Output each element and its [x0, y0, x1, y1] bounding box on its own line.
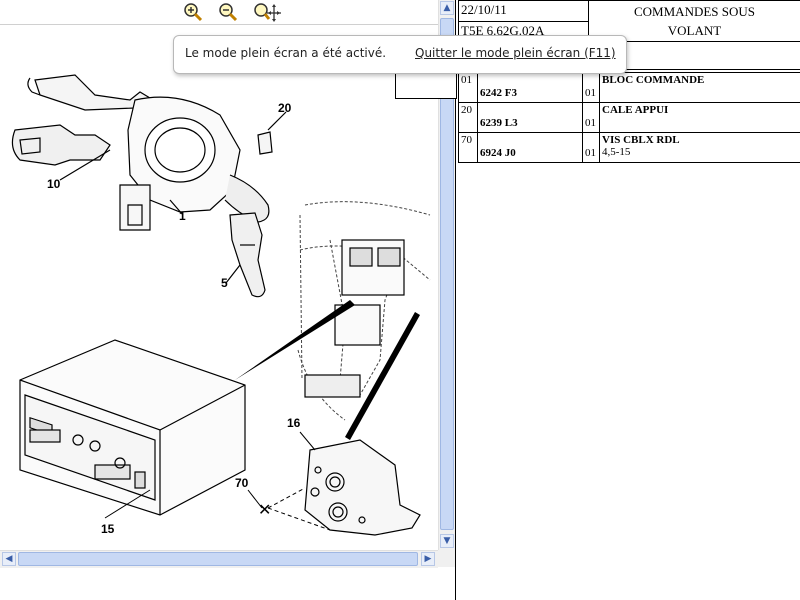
drawing-pane: ✕ 20 10 1 5 16 70 15 ▲ ▼ ◀ ▶: [0, 0, 455, 568]
table-row[interactable]: 01 6242 F3 01 BLOC COMMANDE: [458, 72, 800, 103]
callout-70: 70: [235, 476, 249, 490]
horizontal-scrollbar[interactable]: ◀ ▶: [0, 550, 438, 568]
vertical-scroll-thumb[interactable]: [440, 18, 454, 530]
table-row[interactable]: 70 6924 J0 01 VIS CBLX RDL 4,5-15: [458, 132, 800, 163]
vertical-scrollbar[interactable]: ▲ ▼: [438, 0, 455, 550]
scroll-down-arrow-icon[interactable]: ▼: [440, 534, 454, 548]
drawing-toolbar: [0, 0, 438, 25]
header-date: 22/10/11: [458, 0, 589, 22]
callout-15: 15: [101, 522, 115, 536]
exit-fullscreen-link[interactable]: Quitter le mode plein écran (F11): [415, 46, 616, 60]
callout-20: 20: [278, 101, 292, 115]
part-detail: 4,5-15: [602, 146, 631, 158]
part-reference: 6924 J0: [477, 132, 583, 163]
scroll-corner: [438, 550, 455, 567]
fullscreen-notification: Le mode plein écran a été activé. Quitte…: [173, 35, 627, 74]
fullscreen-message: Le mode plein écran a été activé.: [185, 46, 387, 60]
zoom-out-icon[interactable]: [218, 2, 238, 22]
table-row[interactable]: 20 6239 L3 01 CALE APPUI: [458, 102, 800, 133]
horizontal-scroll-thumb[interactable]: [18, 552, 418, 566]
title-line-1: COMMANDES SOUS: [634, 4, 755, 19]
zoom-pan-icon[interactable]: [253, 2, 281, 22]
title-line-2: VOLANT: [667, 23, 722, 38]
part-name: VIS CBLX RDL: [602, 134, 680, 146]
part-name: CALE APPUI: [599, 102, 800, 133]
zoom-in-icon[interactable]: [183, 2, 203, 22]
svg-text:✕: ✕: [258, 500, 271, 519]
part-name: BLOC COMMANDE: [599, 72, 800, 103]
parts-table: 01 6242 F3 01 BLOC COMMANDE 20 6239 L3 0…: [458, 72, 800, 163]
part-quantity: 01: [582, 132, 600, 163]
exploded-parts-diagram: ✕ 20 10 1 5 16 70 15: [0, 25, 438, 548]
partially-hidden-icon-box: [395, 70, 457, 99]
part-name-cell: VIS CBLX RDL 4,5-15: [599, 132, 800, 163]
scroll-left-arrow-icon[interactable]: ◀: [2, 552, 16, 566]
callout-5: 5: [221, 276, 228, 290]
scroll-up-arrow-icon[interactable]: ▲: [440, 1, 454, 15]
callout-10: 10: [47, 177, 61, 191]
item-number: 20: [458, 102, 478, 133]
callout-16: 16: [287, 416, 301, 430]
part-reference: 6242 F3: [477, 72, 583, 103]
part-quantity: 01: [582, 102, 600, 133]
parts-list-pane: 22/10/11 COMMANDES SOUS VOLANT T5E 6.62G…: [455, 0, 800, 600]
part-reference: 6239 L3: [477, 102, 583, 133]
callout-1: 1: [179, 209, 186, 223]
item-number: 01: [458, 72, 478, 103]
part-quantity: 01: [582, 72, 600, 103]
item-number: 70: [458, 132, 478, 163]
scroll-right-arrow-icon[interactable]: ▶: [421, 552, 435, 566]
